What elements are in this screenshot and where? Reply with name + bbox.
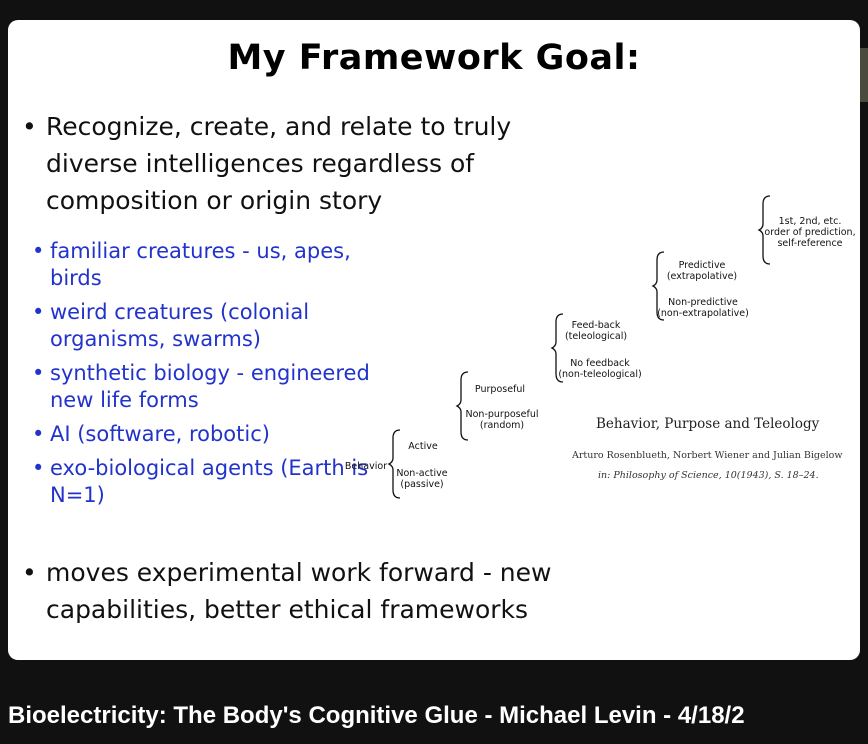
bracket-behavior: [387, 429, 401, 499]
diagram-label-non-predictive: Non-predictive (non-extrapolative): [657, 297, 749, 319]
sub-bullet-list: • familiar creatures - us, apes, birds •…: [32, 238, 372, 516]
list-item-text: weird creatures (colonial organisms, swa…: [50, 300, 310, 351]
main-bullet-1: • Recognize, create, and relate to truly…: [22, 108, 606, 219]
bracket-active: [455, 371, 469, 441]
diagram-label-predictive: Predictive (extrapolative): [666, 260, 738, 282]
main-bullet-1-text: Recognize, create, and relate to truly d…: [46, 112, 512, 215]
presentation-slide: My Framework Goal: • Recognize, create, …: [8, 20, 860, 660]
diagram-label-active: Active: [408, 441, 438, 452]
bracket-predictive: [757, 195, 771, 265]
diagram-label-feedback: Feed-back (teleological): [564, 320, 628, 342]
participant-video-thumbnail: [860, 48, 868, 102]
bullet-dot-icon: •: [22, 112, 37, 141]
bullet-dot-icon: •: [32, 300, 45, 324]
diagram-label-non-active: Non-active (passive): [396, 468, 448, 490]
diagram-label-non-purposeful: Non-purposeful (random): [465, 409, 539, 431]
bullet-dot-icon: •: [32, 361, 45, 385]
list-item: • exo-biological agents (Earth is N=1): [32, 455, 372, 509]
bullet-dot-icon: •: [32, 239, 45, 263]
bracket-feedback: [651, 251, 665, 321]
bullet-dot-icon: •: [32, 422, 45, 446]
slide-title: My Framework Goal:: [227, 38, 641, 78]
list-item: • weird creatures (colonial organisms, s…: [32, 299, 372, 353]
list-item-text: AI (software, robotic): [50, 422, 270, 446]
reference-authors: Arturo Rosenblueth, Norbert Wiener and J…: [572, 450, 843, 461]
diagram-label-purposeful: Purposeful: [474, 384, 526, 395]
video-title-caption: Bioelectricity: The Body's Cognitive Glu…: [8, 702, 745, 729]
list-item-text: exo-biological agents (Earth is N=1): [50, 456, 369, 507]
diagram-label-no-feedback: No feedback (non-teleological): [558, 358, 642, 380]
main-bullet-2: • moves experimental work forward - new …: [22, 554, 606, 628]
bracket-purposeful: [550, 313, 564, 383]
list-item-text: synthetic biology - engineered new life …: [50, 361, 370, 412]
diagram-label-orders: 1st, 2nd, etc. order of prediction, self…: [764, 216, 856, 249]
reference-source: in: Philosophy of Science, 10(1943), S. …: [598, 470, 819, 481]
reference-title: Behavior, Purpose and Teleology: [596, 416, 820, 432]
list-item: • synthetic biology - engineered new lif…: [32, 360, 372, 414]
main-bullet-2-text: moves experimental work forward - new ca…: [46, 558, 552, 624]
diagram-label-behavior: Behavior: [344, 461, 388, 472]
list-item: • AI (software, robotic): [32, 421, 372, 448]
bullet-dot-icon: •: [22, 558, 37, 587]
list-item-text: familiar creatures - us, apes, birds: [50, 239, 351, 290]
behavior-classification-diagram: [387, 195, 771, 499]
bullet-dot-icon: •: [32, 456, 45, 480]
list-item: • familiar creatures - us, apes, birds: [32, 238, 372, 292]
